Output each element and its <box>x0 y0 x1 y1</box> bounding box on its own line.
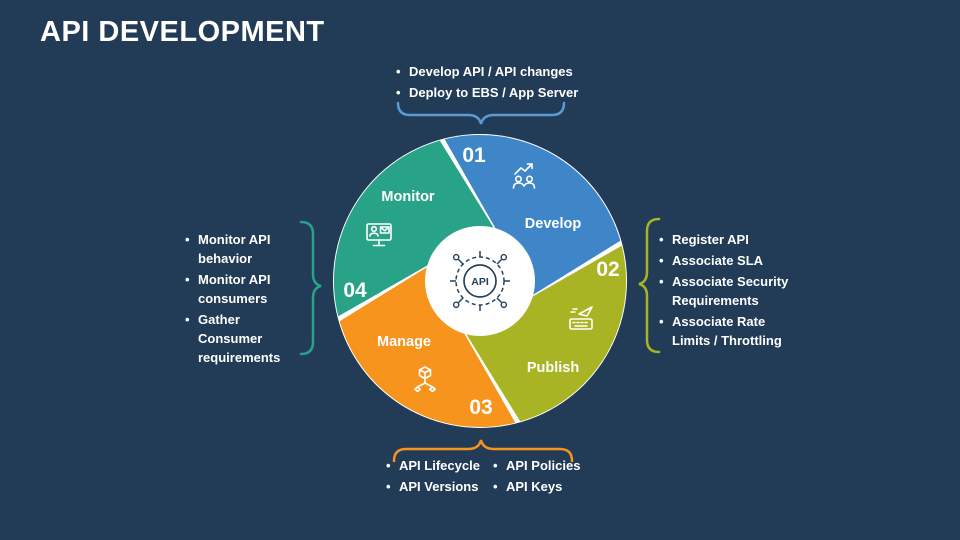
monitor-user-mail-icon <box>366 223 392 247</box>
monitor-brace <box>299 220 322 356</box>
callout-item: Associate SLA <box>658 251 792 270</box>
callout-item: Gather Consumer requirements <box>184 310 302 367</box>
growth-chart-people-icon <box>512 163 536 189</box>
api-center-text: API <box>471 276 489 288</box>
api-gear-icon: API <box>450 251 510 311</box>
keyboard-send-icon <box>569 306 593 330</box>
callout-item: API Policies <box>492 456 588 475</box>
callout-item: API Keys <box>492 477 588 496</box>
segment-number-develop: 01 <box>462 144 486 167</box>
callout-item: API Lifecycle <box>385 456 487 475</box>
manage-callout-list-right: API Policies API Keys <box>492 456 588 498</box>
slide-title: API DEVELOPMENT <box>40 16 325 48</box>
hub-circle <box>425 226 535 336</box>
segment-label-manage: Manage <box>377 334 431 350</box>
segment-number-manage: 03 <box>469 396 493 419</box>
segment-number-monitor: 04 <box>343 279 367 302</box>
callout-item: Monitor API consumers <box>184 270 302 308</box>
manage-brace <box>392 439 574 463</box>
callout-item: Associate Security Requirements <box>658 272 792 310</box>
segment-develop <box>444 134 621 301</box>
callout-item: Deploy to EBS / App Server <box>395 83 630 102</box>
segment-manage <box>339 261 516 428</box>
callout-item: Associate Rate Limits / Throttling <box>658 312 792 350</box>
publish-brace <box>638 217 661 354</box>
callout-item: Monitor API behavior <box>184 230 302 268</box>
develop-brace <box>396 101 566 125</box>
manage-callout-list-left: API Lifecycle API Versions <box>385 456 487 498</box>
callout-item: Register API <box>658 230 792 249</box>
segment-label-develop: Develop <box>524 216 582 232</box>
callout-item: API Versions <box>385 477 487 496</box>
publish-callout-list: Register API Associate SLA Associate Sec… <box>658 230 792 352</box>
cube-network-icon <box>414 366 436 393</box>
segment-monitor <box>333 140 500 317</box>
callout-item: Develop API / API changes <box>395 62 630 81</box>
develop-callout-list: Develop API / API changes Deploy to EBS … <box>395 62 630 104</box>
segment-label-publish: Publish <box>526 360 580 376</box>
segment-number-publish: 02 <box>596 258 620 281</box>
monitor-callout-list: Monitor API behavior Monitor API consume… <box>184 230 302 369</box>
segment-publish <box>460 245 627 422</box>
segment-label-monitor: Monitor <box>381 189 435 205</box>
